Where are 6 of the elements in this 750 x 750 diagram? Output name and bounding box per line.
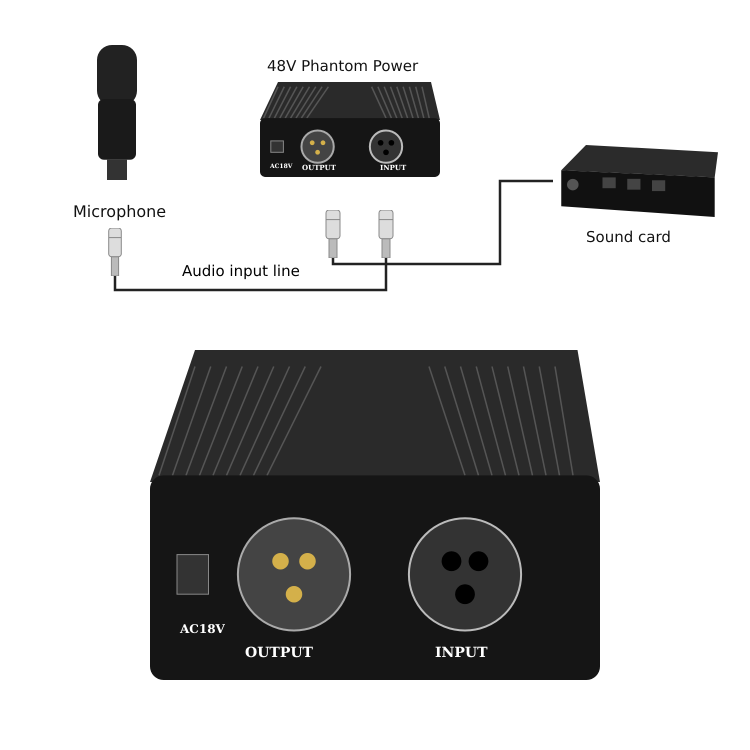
node-label: Microphone	[73, 202, 166, 221]
cable	[114, 258, 388, 292]
node-label: Sound card	[586, 228, 671, 246]
edge-label: Audio input line	[180, 262, 302, 280]
node-title: 48V Phantom Power	[267, 57, 418, 75]
cable	[332, 180, 553, 266]
